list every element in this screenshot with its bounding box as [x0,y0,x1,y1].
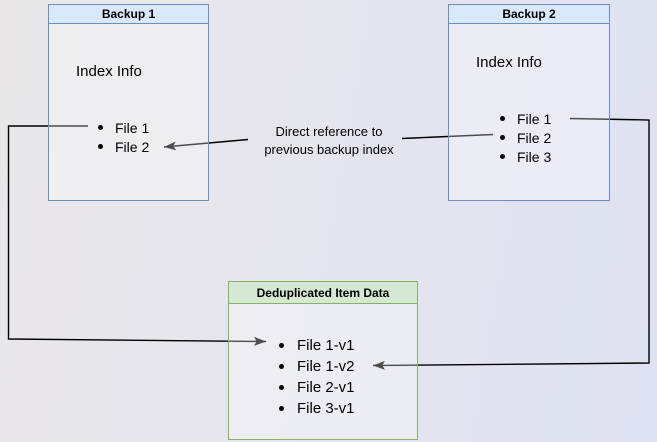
bullet-dot-icon [500,116,505,121]
dedup-file-label: File 3-v1 [297,400,355,417]
dedup-file-label: File 1-v1 [297,337,355,354]
backup2-file-label: File 2 [517,129,552,146]
backup2-file-label: File 3 [517,148,552,165]
backup2-file-item: File 1 [500,109,551,128]
dedup-file-item: File 3-v1 [279,398,355,419]
backup1-file-list: File 1 File 2 [98,118,149,156]
backup2-index-info-label: Index Info [476,54,542,71]
backup2-box: Backup 2 Index Info File 1 File 2 File 3 [448,4,610,201]
deduplicated-item-data-box: Deduplicated Item Data File 1-v1 File 1-… [228,281,418,440]
backup1-index-info-label: Index Info [76,63,142,80]
bullet-dot-icon [279,343,284,348]
bullet-dot-icon [98,125,103,130]
backup1-file-label: File 2 [115,138,150,155]
dedup-file-item: File 1-v1 [279,335,355,356]
backup2-file-item: File 3 [500,147,551,166]
direct-reference-annotation: Direct reference to previous backup inde… [248,123,410,159]
backup2-file-item: File 2 [500,128,551,147]
annotation-line1: Direct reference to [275,124,383,139]
bullet-dot-icon [279,364,284,369]
bullet-dot-icon [500,154,505,159]
backup1-file-label: File 1 [115,119,150,136]
backup1-title: Backup 1 [49,5,208,24]
bullet-dot-icon [500,135,505,140]
backup2-file-list: File 1 File 2 File 3 [500,109,551,166]
dedup-file-item: File 2-v1 [279,377,355,398]
backup1-box: Backup 1 Index Info File 1 File 2 [48,4,209,201]
dedup-file-item: File 1-v2 [279,356,355,377]
annotation-line2: previous backup index [264,142,394,157]
bullet-dot-icon [279,406,284,411]
bullet-dot-icon [98,144,103,149]
dedup-file-list: File 1-v1 File 1-v2 File 2-v1 File 3-v1 [279,335,355,419]
bullet-dot-icon [279,385,284,390]
dedup-file-label: File 2-v1 [297,379,355,396]
dedup-title: Deduplicated Item Data [229,282,417,304]
backup2-file-label: File 1 [517,110,552,127]
backup1-file-item: File 2 [98,137,149,156]
backup1-file-item: File 1 [98,118,149,137]
dedup-file-label: File 1-v2 [297,358,355,375]
backup2-title: Backup 2 [449,5,609,24]
